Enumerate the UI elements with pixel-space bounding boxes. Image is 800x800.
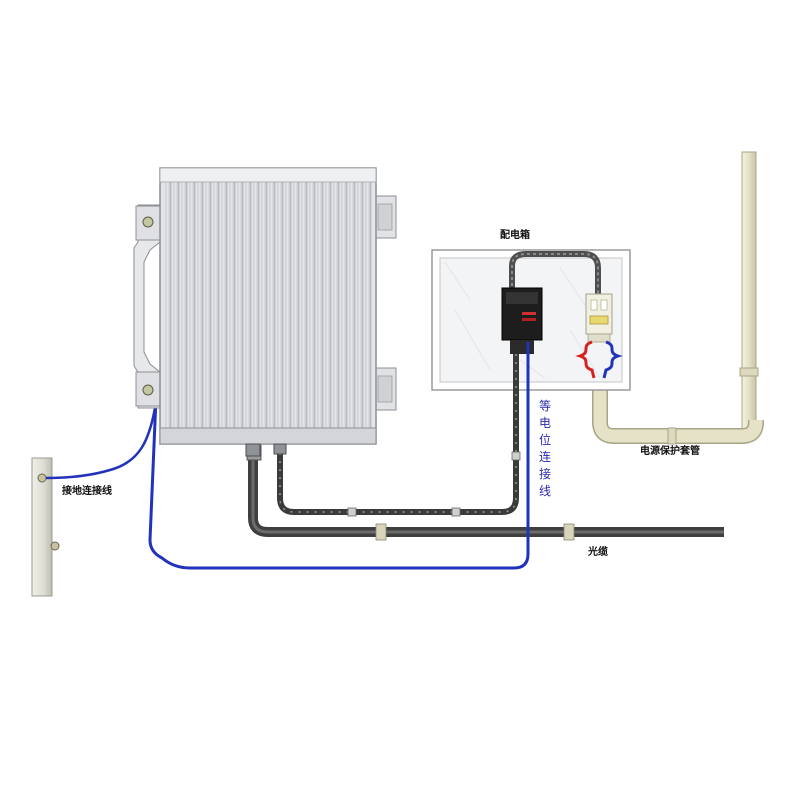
blue-coil-wire — [602, 340, 623, 379]
heat-sink-fin — [245, 181, 252, 429]
heat-sink-fin — [309, 181, 316, 429]
equipotential-wire — [148, 342, 530, 570]
heat-sink-fin — [173, 181, 180, 429]
heat-sink-fin — [197, 181, 204, 429]
heat-sink-fin — [229, 181, 236, 429]
heat-sink-fin — [357, 181, 364, 429]
heat-sink-fin — [221, 181, 228, 429]
heat-sink-fin — [165, 181, 172, 429]
ground-bolt-bottom — [50, 541, 60, 551]
heat-sink-fin — [205, 181, 212, 429]
connector-right — [273, 443, 287, 455]
heat-sink-fin — [317, 181, 324, 429]
isolator-switch — [585, 293, 613, 343]
heat-sink-fin — [349, 181, 356, 429]
connector-left — [245, 443, 261, 457]
heat-sink-fin — [341, 181, 348, 429]
surge-protector — [501, 287, 543, 354]
box-cable — [277, 354, 519, 515]
distribution-box — [431, 249, 631, 391]
main-enclosure — [133, 167, 397, 457]
heat-sink-fin — [213, 181, 220, 429]
power-conduit — [592, 151, 764, 445]
equipotential-wire-label: 等电位连接线 — [538, 399, 551, 498]
heat-sink-fin — [261, 181, 268, 429]
ground-wire — [45, 401, 158, 480]
heat-sink-fin — [325, 181, 332, 429]
heat-sink-fin — [189, 181, 196, 429]
red-coil-wire — [575, 340, 596, 379]
heat-sink-fin — [277, 181, 284, 429]
distribution-box-label: 配电箱 — [500, 230, 530, 241]
heat-sink-fin — [181, 181, 188, 429]
heat-sink-fin — [293, 181, 300, 429]
power-conduit-label: 电源保护套管 — [640, 446, 700, 457]
heat-sink-fin — [285, 181, 292, 429]
heat-sink-fin — [253, 181, 260, 429]
heat-sink-fins — [165, 181, 372, 429]
heat-sink-fin — [333, 181, 340, 429]
heat-sink-fin — [269, 181, 276, 429]
cable-label: 光缆 — [588, 547, 608, 558]
ground-bolt-top — [37, 473, 47, 483]
heat-sink-fin — [237, 181, 244, 429]
heat-sink-fin — [365, 181, 372, 429]
heat-sink-fin — [301, 181, 308, 429]
ground-wire-label: 接地连接线 — [62, 486, 112, 497]
bracket-tab-bottom — [135, 371, 161, 407]
